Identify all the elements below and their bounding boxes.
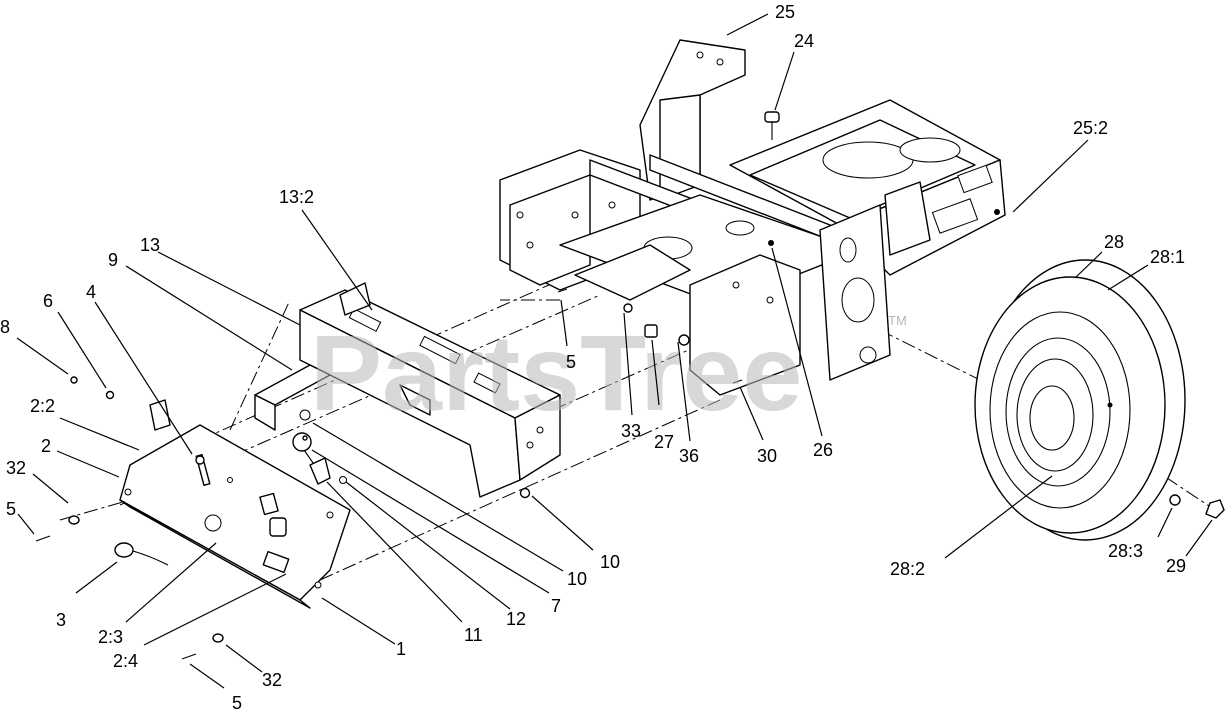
callout-13-2: 13:2 — [279, 187, 314, 207]
spacer-9-part — [254, 364, 331, 431]
callout-6: 6 — [43, 291, 53, 311]
choke-knob-3-part — [114, 542, 169, 566]
callout-30: 30 — [757, 446, 777, 466]
leader-lines — [16, 13, 1213, 689]
callout-3: 3 — [56, 610, 66, 630]
watermark-trademark: TM — [888, 313, 907, 328]
callout-28-2: 28:2 — [890, 559, 925, 579]
watermark-text: PartsTree — [310, 312, 802, 433]
callout-5-left: 5 — [6, 499, 16, 519]
callout-7: 7 — [551, 596, 561, 616]
callout-25: 25 — [775, 2, 795, 22]
callout-2-2: 2:2 — [30, 396, 55, 416]
callout-10-b: 10 — [600, 552, 620, 572]
callout-2: 2 — [41, 436, 51, 456]
callout-25-2: 25:2 — [1073, 118, 1108, 138]
callout-9: 9 — [108, 250, 118, 270]
callout-12: 12 — [506, 609, 526, 629]
callout-28-3: 28:3 — [1108, 541, 1143, 561]
callout-1: 1 — [396, 639, 406, 659]
callout-29: 29 — [1166, 556, 1186, 576]
callout-11: 11 — [464, 625, 483, 645]
watermark: PartsTree TM — [310, 312, 907, 433]
control-panel — [119, 399, 351, 609]
callout-4: 4 — [86, 282, 96, 302]
callout-27: 27 — [654, 432, 674, 452]
callout-28-1: 28:1 — [1150, 247, 1185, 267]
callout-26: 26 — [813, 440, 833, 460]
drive-wheel — [974, 259, 1225, 541]
callout-33: 33 — [621, 421, 641, 441]
callout-32-bottom: 32 — [262, 670, 282, 690]
hardware-parts — [35, 288, 743, 660]
callout-2-4: 2:4 — [113, 651, 138, 671]
callout-2-3: 2:3 — [98, 627, 123, 647]
callout-36: 36 — [679, 446, 699, 466]
main-frame — [499, 39, 1006, 396]
callout-32-top: 32 — [6, 458, 26, 478]
front-beam — [299, 282, 561, 498]
callout-28: 28 — [1104, 232, 1124, 252]
throttle-lever-part — [292, 432, 347, 485]
callout-24: 24 — [794, 31, 814, 51]
callout-5-bottom: 5 — [232, 693, 242, 713]
callout-labels: 25 24 25:2 13:2 13 9 28 28:1 6 4 8 2:2 2… — [0, 2, 1186, 713]
callout-13: 13 — [140, 235, 160, 255]
callout-8: 8 — [0, 317, 10, 337]
callout-5-mid: 5 — [566, 352, 576, 372]
knob-24-part — [764, 111, 780, 140]
callout-10-a: 10 — [567, 569, 587, 589]
